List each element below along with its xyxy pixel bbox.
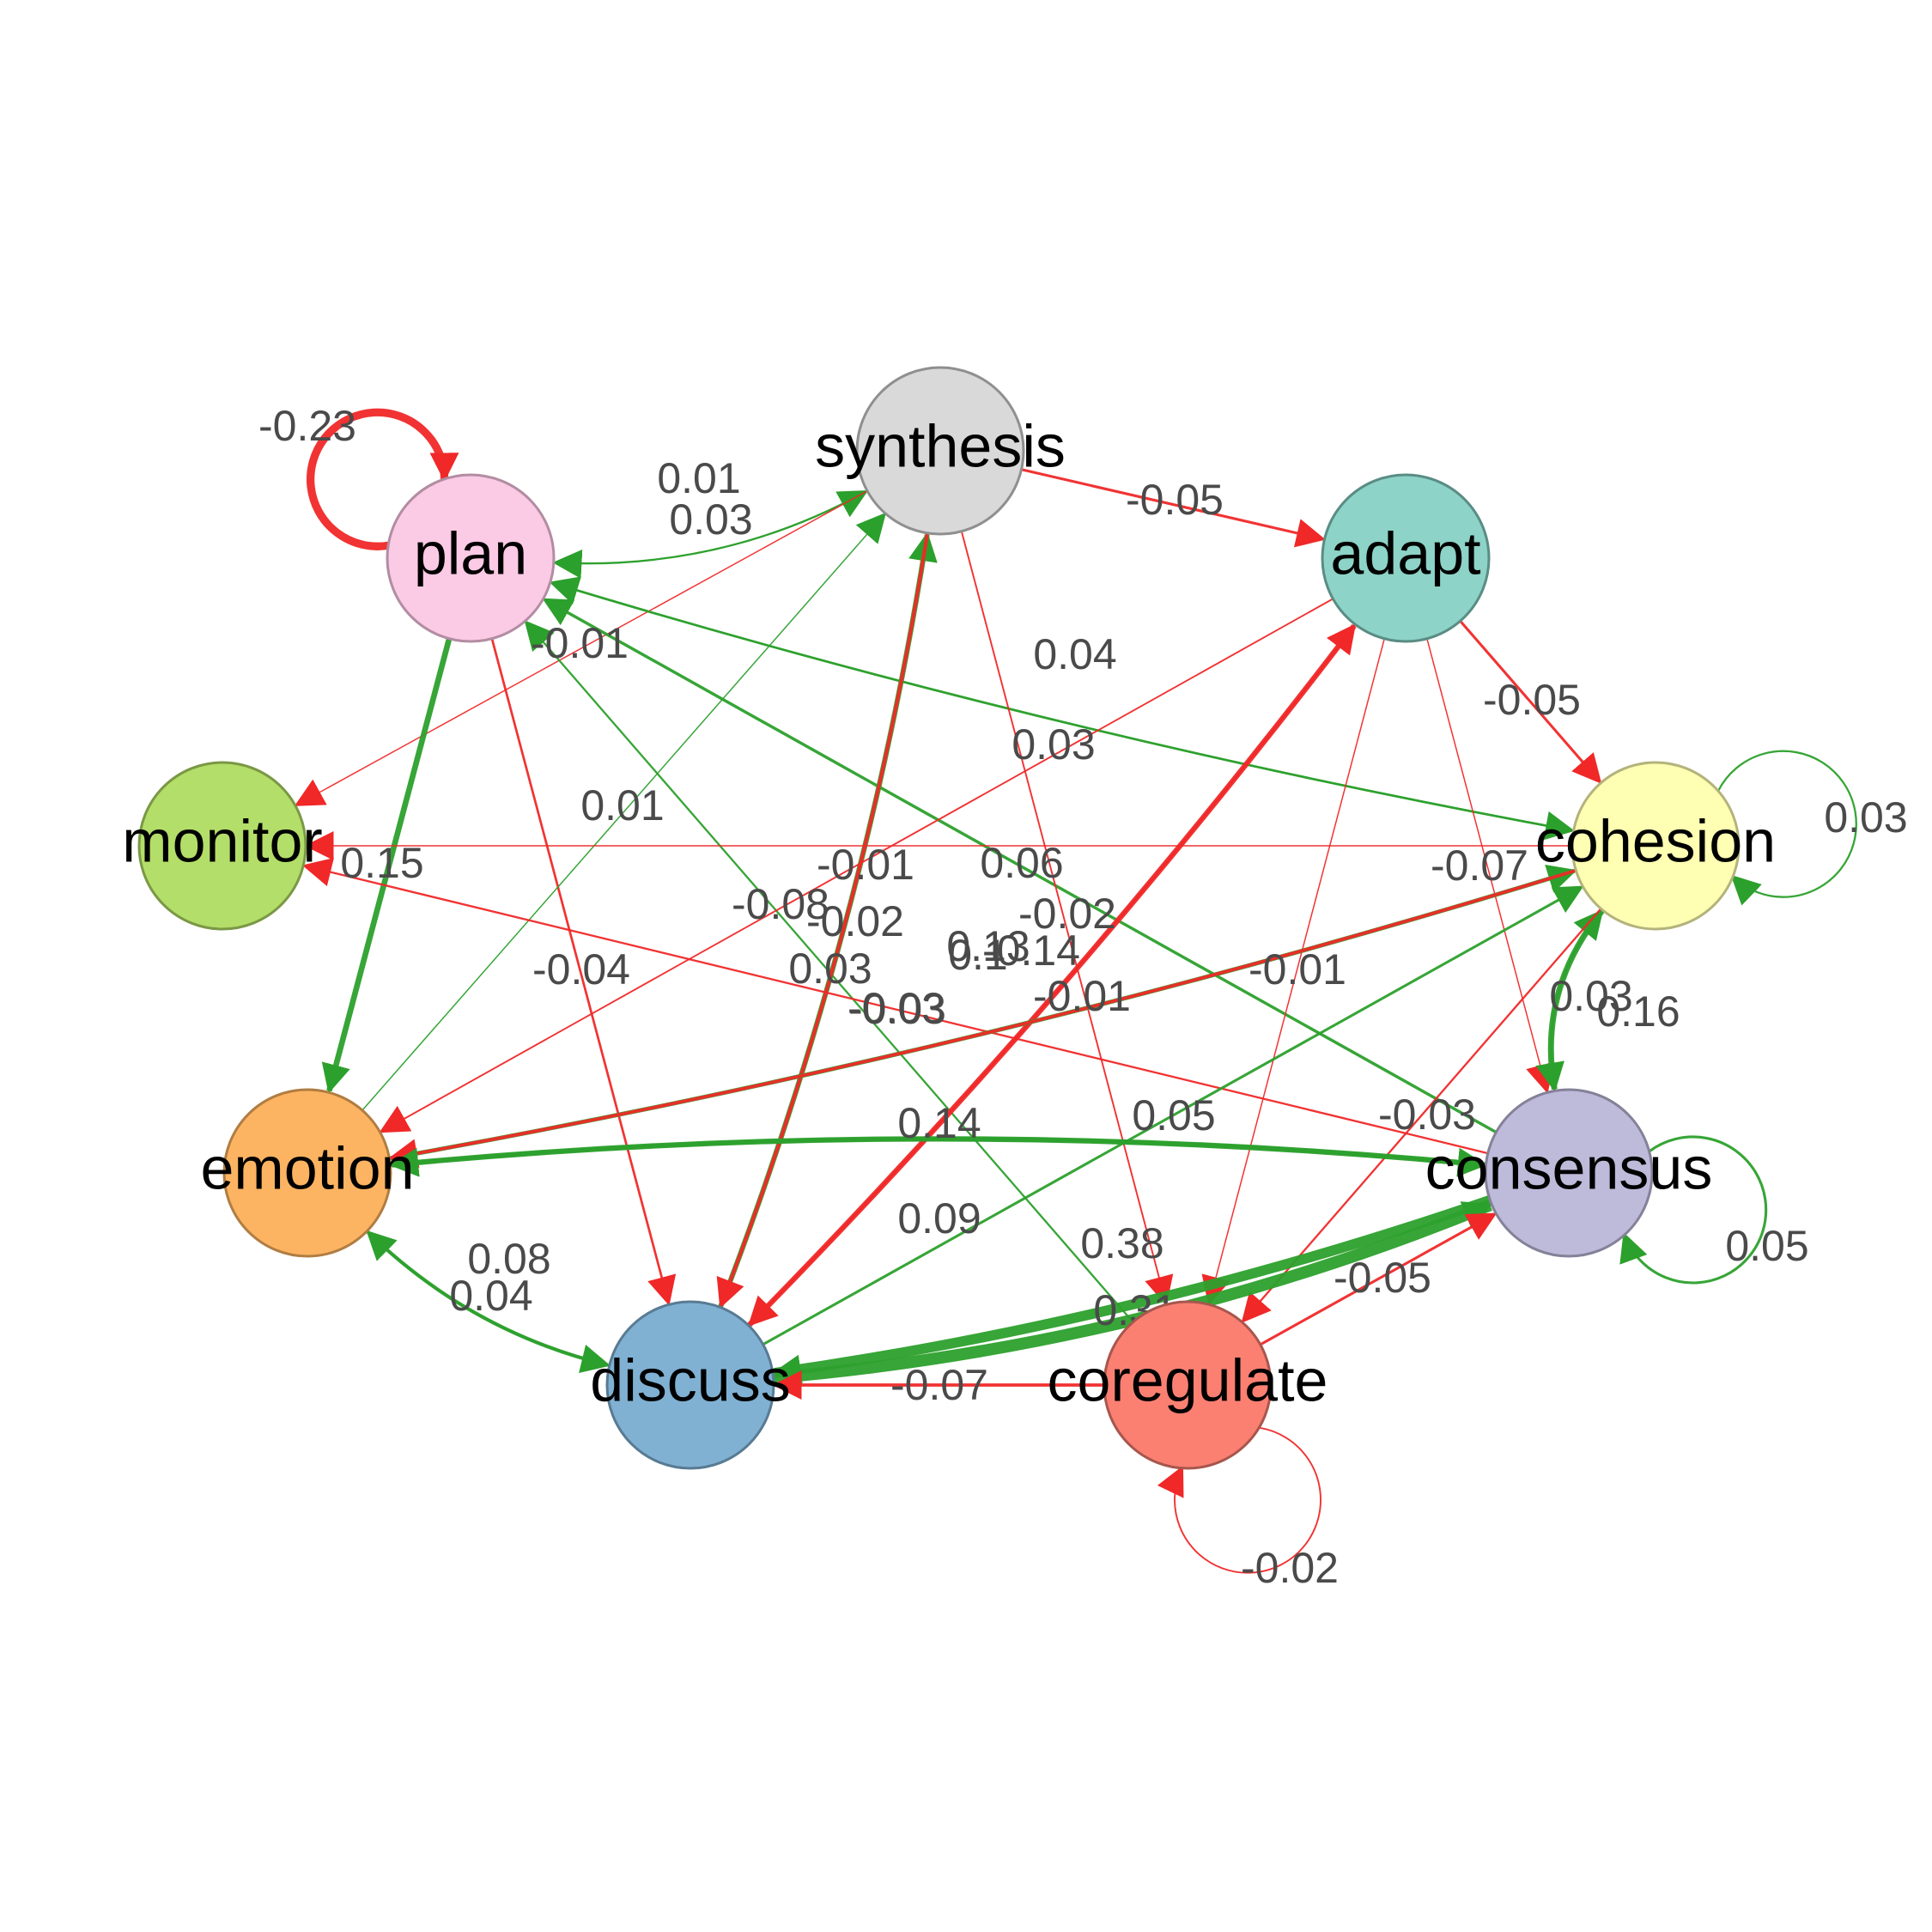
node-label-monitor: monitor bbox=[122, 807, 322, 874]
node-circle-plan bbox=[386, 473, 556, 643]
edge-coregulate-to-coregulate bbox=[1157, 1426, 1321, 1574]
node-emotion: emotion bbox=[200, 1088, 415, 1258]
node-circle-emotion bbox=[222, 1088, 392, 1258]
node-label-emotion: emotion bbox=[200, 1134, 414, 1201]
edge-emotion-to-consensus bbox=[390, 1137, 1487, 1177]
edge-label-consensus-to-cohesion: 0.03 bbox=[1549, 972, 1632, 1020]
edge-label-coregulate-to-discuss: -0.07 bbox=[890, 1361, 988, 1409]
node-synthesis: synthesis bbox=[815, 366, 1066, 536]
edge-label-discuss-to-synthesis: 0.13 bbox=[946, 922, 1030, 970]
edge-label-consensus-to-consensus: 0.05 bbox=[1725, 1222, 1808, 1270]
edge-cohesion-to-coregulate bbox=[1241, 908, 1602, 1323]
node-label-cohesion: cohesion bbox=[1535, 807, 1776, 874]
edge-label-synthesis-to-coregulate: -0.02 bbox=[806, 897, 904, 945]
edge-coregulate-to-consensus bbox=[1260, 1212, 1498, 1346]
node-cohesion: cohesion bbox=[1535, 761, 1776, 931]
node-circle-consensus bbox=[1484, 1088, 1654, 1258]
node-circle-monitor bbox=[137, 761, 307, 931]
nodes-layer: plan synthesis adapt monitor cohesion emotion… bbox=[122, 366, 1776, 1470]
edge-cohesion-to-plan bbox=[549, 576, 1574, 832]
node-plan: plan bbox=[386, 473, 556, 643]
edge-label-adapt-to-emotion: -0.02 bbox=[1018, 890, 1116, 938]
edge-consensus-to-plan bbox=[542, 598, 1498, 1134]
edge-label-synthesis-to-monitor: -0.01 bbox=[531, 619, 629, 667]
edge-synthesis-to-discuss bbox=[716, 532, 930, 1309]
node-adapt: adapt bbox=[1321, 473, 1491, 643]
node-circle-cohesion bbox=[1571, 761, 1741, 931]
edge-discuss-to-cohesion bbox=[762, 885, 1584, 1346]
edge-synthesis-to-monitor bbox=[294, 490, 868, 806]
edge-cohesion-to-emotion bbox=[388, 868, 1577, 1169]
edge-label-plan-to-synthesis: 0.03 bbox=[669, 495, 752, 544]
edge-adapt-to-cohesion bbox=[1459, 620, 1602, 784]
edge-label-plan-to-plan: -0.23 bbox=[258, 402, 356, 450]
edge-consensus-to-monitor bbox=[301, 858, 1489, 1155]
edge-label-cohesion-to-plan: 0.04 bbox=[1033, 630, 1116, 678]
edge-label-coregulate-to-plan: 0.03 bbox=[788, 945, 872, 993]
edge-label-cohesion-to-consensus: 0.16 bbox=[1596, 987, 1680, 1036]
edge-consensus-to-discuss bbox=[771, 1194, 1492, 1384]
edge-label-adapt-to-consensus: -0.01 bbox=[1249, 945, 1346, 993]
edge-label-coregulate-to-coregulate: -0.02 bbox=[1241, 1544, 1339, 1592]
edge-adapt-to-consensus bbox=[1426, 638, 1555, 1094]
node-label-synthesis: synthesis bbox=[815, 412, 1066, 479]
edge-label-cohesion-to-cohesion: 0.03 bbox=[1824, 793, 1907, 841]
edge-label-cohesion-to-monitor: -0.01 bbox=[817, 841, 914, 889]
edge-label-emotion-to-discuss: 0.08 bbox=[467, 1235, 550, 1283]
edge-cohesion-to-cohesion bbox=[1716, 750, 1857, 906]
node-label-coregulate: coregulate bbox=[1048, 1346, 1328, 1413]
edge-label-plan-to-emotion: 0.15 bbox=[340, 839, 423, 887]
edge-label-coregulate-to-consensus: -0.05 bbox=[1334, 1254, 1431, 1302]
edge-label-adapt-to-discuss: -0.03 bbox=[848, 984, 945, 1032]
node-circle-adapt bbox=[1321, 473, 1491, 643]
edge-adapt-to-emotion bbox=[379, 598, 1334, 1133]
edge-label-discuss-to-consensus: 0.38 bbox=[1080, 1219, 1163, 1267]
edge-label-synthesis-to-discuss: -0.08 bbox=[732, 880, 829, 928]
edge-label-adapt-to-cohesion: -0.05 bbox=[1483, 676, 1581, 724]
edge-label-emotion-to-synthesis: 0.01 bbox=[580, 781, 664, 829]
node-circle-coregulate bbox=[1103, 1300, 1273, 1470]
edge-adapt-to-coregulate bbox=[1201, 638, 1385, 1306]
edge-label-discuss-to-emotion: 0.04 bbox=[449, 1272, 532, 1320]
edge-label-consensus-to-plan: 0.06 bbox=[980, 839, 1063, 887]
node-circle-synthesis bbox=[855, 366, 1025, 536]
edge-synthesis-to-coregulate bbox=[960, 531, 1174, 1306]
node-label-consensus: consensus bbox=[1425, 1134, 1713, 1201]
node-discuss: discuss bbox=[590, 1300, 791, 1470]
node-label-discuss: discuss bbox=[590, 1346, 790, 1413]
edge-label-emotion-to-consensus: 0.09 bbox=[897, 1194, 981, 1242]
edge-label-plan-to-discuss: -0.04 bbox=[532, 945, 630, 993]
edges-layer bbox=[294, 408, 1857, 1574]
edge-synthesis-to-plan bbox=[552, 490, 868, 579]
edge-label-synthesis-to-adapt: -0.05 bbox=[1126, 476, 1224, 524]
edge-consensus-to-cohesion bbox=[1550, 908, 1604, 1091]
edge-label-discuss-to-cohesion: 0.05 bbox=[1132, 1091, 1215, 1139]
edge-plan-to-discuss bbox=[490, 638, 677, 1306]
edge-label-adapt-to-coregulate: -0.01 bbox=[1033, 972, 1131, 1020]
edge-label-emotion-to-cohesion: 0.1 bbox=[948, 931, 1008, 979]
edge-consensus-to-consensus bbox=[1619, 1135, 1768, 1285]
node-label-plan: plan bbox=[414, 519, 527, 586]
edge-plan-to-plan bbox=[307, 408, 459, 550]
edge-label-cohesion-to-coregulate: -0.03 bbox=[1378, 1091, 1476, 1139]
node-consensus: consensus bbox=[1425, 1088, 1713, 1258]
node-monitor: monitor bbox=[122, 761, 323, 931]
edge-label-consensus-to-monitor: -0.03 bbox=[848, 985, 946, 1033]
edge-label-consensus-to-emotion: 0.14 bbox=[897, 1099, 981, 1147]
node-label-adapt: adapt bbox=[1330, 519, 1480, 586]
edge-adapt-to-discuss bbox=[747, 623, 1357, 1327]
edge-label-discuss-to-adapt: -0.14 bbox=[982, 927, 1080, 975]
edge-emotion-to-synthesis bbox=[361, 512, 886, 1111]
edge-labels-layer: -0.230.030.01-0.05-0.010.15-0.040.030.04… bbox=[258, 402, 1908, 1592]
edge-label-cohesion-to-emotion: -0.07 bbox=[1431, 841, 1528, 890]
edge-label-plan-to-cohesion: 0.03 bbox=[1012, 720, 1095, 769]
edge-label-synthesis-to-plan: 0.01 bbox=[657, 454, 740, 502]
edge-discuss-to-emotion bbox=[366, 1230, 611, 1367]
edge-plan-to-emotion bbox=[321, 637, 453, 1094]
edge-synthesis-to-adapt bbox=[1021, 468, 1326, 548]
node-coregulate: coregulate bbox=[1048, 1300, 1328, 1470]
node-circle-discuss bbox=[605, 1300, 775, 1470]
